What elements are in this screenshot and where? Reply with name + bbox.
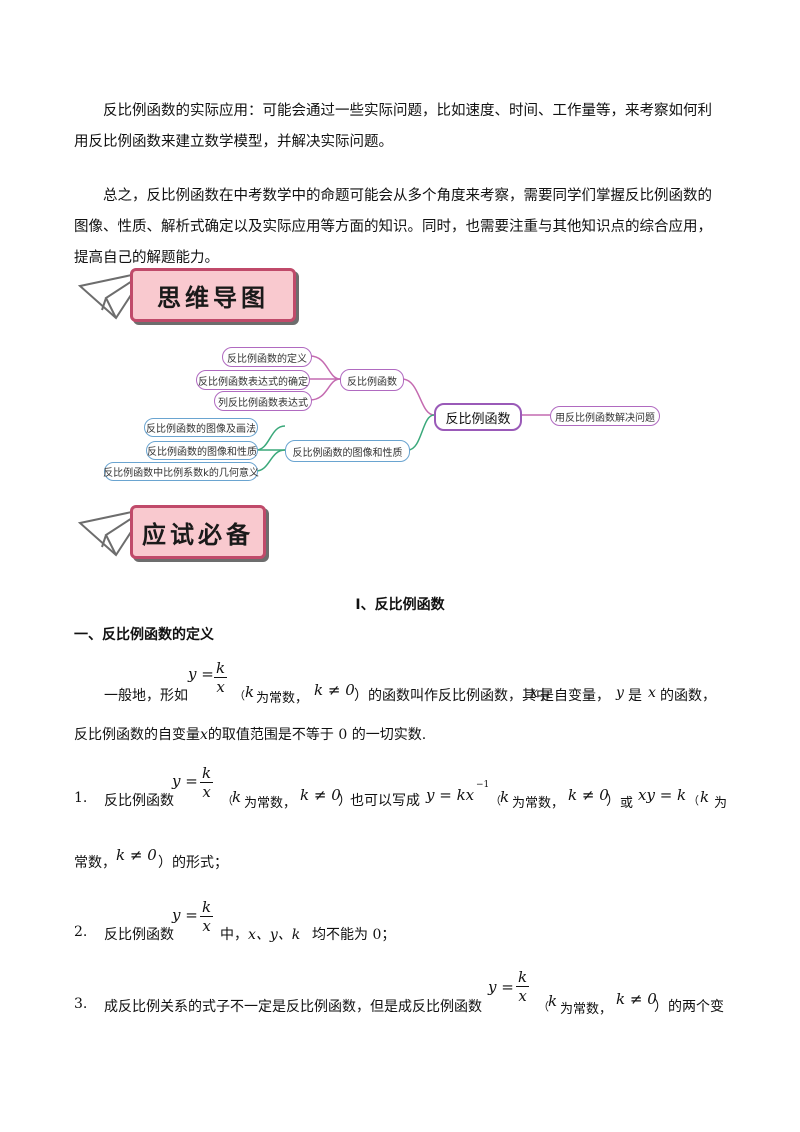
k-note-open: （ xyxy=(234,689,245,702)
k-note-open: （ xyxy=(222,794,233,807)
formula-numerator: k xyxy=(200,898,214,917)
mindmap-diagram: 反比例函数的定义 反比例函数表达式的确定 列反比例函数表达式 反比例函数 反比例… xyxy=(100,338,670,486)
k-note-open: （ xyxy=(490,794,501,807)
item-2-text-c: 均不能为 0； xyxy=(312,927,396,943)
exam-banner-label: 应试必备 xyxy=(130,505,266,559)
definition-line-2: 反比例函数的自变量x的取值范围是不等于 0 的一切实数. xyxy=(74,724,426,744)
k-nonzero: k ≠ 0 xyxy=(314,681,355,699)
formula-y-equals: y = xyxy=(172,772,198,790)
formula-fraction: k x xyxy=(200,898,214,935)
k-symbol: k xyxy=(232,788,242,806)
formula-y-equals: y = xyxy=(188,665,214,683)
definition-line2-b: 的取值范围是不等于 0 的一切实数. xyxy=(207,727,427,743)
item-1-text-a: 反比例函数 xyxy=(104,793,174,809)
item-2-text-b: 中， xyxy=(220,927,248,943)
mindmap-node-geometric-meaning-k: 反比例函数中比例系数k的几何意义 xyxy=(103,462,259,481)
mindmap-banner: 思维导图 xyxy=(76,266,296,322)
k-constant-note: 为常数， xyxy=(512,796,565,811)
k-note-open: （ xyxy=(688,794,699,807)
item-number: 3. xyxy=(74,996,88,1012)
k-constant-note: 为常数， xyxy=(244,796,297,811)
k-symbol: k xyxy=(245,683,255,701)
item-1-text-wei: 为 xyxy=(714,796,728,811)
formula-xy: xy = k xyxy=(638,786,687,804)
definition-after: 的函数叫作反比例函数，其中 xyxy=(368,688,550,704)
item-1-text-b: 也可以写成 xyxy=(350,793,420,809)
item-3-text-b: 的两个变 xyxy=(668,999,724,1015)
formula-fraction: k x xyxy=(516,968,530,1005)
formula-numerator: k xyxy=(516,968,530,987)
mindmap-center-node: 反比例函数 xyxy=(434,403,522,431)
definition-is: 是 xyxy=(628,688,642,704)
k-note-open: （ xyxy=(538,1000,549,1013)
mindmap-branch-function: 反比例函数 xyxy=(340,369,404,391)
intro-paragraph-2: 总之，反比例函数在中考数学中的命题可能会从多个角度来考察，需要同学们掌握反比例函… xyxy=(74,188,712,266)
item-2: 2. 反比例函数 y = k x 中， x、y、k 均不能为 0； xyxy=(74,896,474,946)
k-symbol: k xyxy=(700,788,710,806)
mindmap-node-graph-properties: 反比例函数的图像和性质 xyxy=(146,441,258,460)
item-1-continuation: 常数， k ≠ 0 ）的形式； xyxy=(74,846,374,872)
k-note-close: ） xyxy=(606,793,620,809)
mindmap-node-solve-problems: 用反比例函数解决问题 xyxy=(550,406,660,426)
mindmap-connectors xyxy=(255,355,550,472)
formula-y-equals: y = xyxy=(488,978,514,996)
item-1-text-or: 或 xyxy=(620,796,634,811)
k-nonzero: k ≠ 0 xyxy=(116,846,157,864)
item-3: 3. 成反比例关系的式子不一定是反比例函数，但是成反比例函数 y = k x （… xyxy=(74,966,734,1018)
var-x: x xyxy=(530,685,538,701)
var-x-2: x xyxy=(648,685,656,701)
k-constant-note: 为常数， xyxy=(560,1002,613,1017)
item-3-text-a: 成反比例关系的式子不一定是反比例函数，但是成反比例函数 xyxy=(104,999,482,1015)
heading-definition: 一、反比例函数的定义 xyxy=(74,627,214,643)
intro-paragraph-1: 反比例函数的实际应用：可能会通过一些实际问题，比如速度、时间、工作量等，来考察如… xyxy=(74,103,712,150)
k-symbol: k xyxy=(548,992,558,1010)
item-1-text-form: ）的形式； xyxy=(158,855,228,871)
definition-of-func: 的函数， xyxy=(660,688,716,704)
formula-denominator: x xyxy=(216,678,225,696)
definition-is-var: 是自变量， xyxy=(540,688,610,704)
formula-kx: y = kx xyxy=(426,786,475,804)
k-note-close: ） xyxy=(338,793,352,809)
item-2-text-a: 反比例函数 xyxy=(104,927,174,943)
item-number: 2. xyxy=(74,924,88,940)
item-2-vars: x、y、k xyxy=(248,927,301,943)
k-nonzero: k ≠ 0 xyxy=(568,786,609,804)
formula-denominator: x xyxy=(518,987,527,1005)
formula-numerator: k xyxy=(214,659,228,678)
definition-line2-x: x xyxy=(200,727,208,743)
formula-y-equals: y = xyxy=(172,906,198,924)
var-y: y xyxy=(616,685,624,701)
item-1: 1. 反比例函数 y = k x （ k 为常数， k ≠ 0 ） 也可以写成 … xyxy=(74,762,734,812)
k-note-close: ） xyxy=(654,999,668,1015)
item-number: 1. xyxy=(74,790,88,806)
exam-banner: 应试必备 xyxy=(76,503,296,559)
mindmap-node-write-expression: 列反比例函数表达式 xyxy=(214,391,312,411)
k-note-close: ） xyxy=(354,688,368,704)
mindmap-node-expression-determination: 反比例函数表达式的确定 xyxy=(196,370,310,390)
section-title: Ⅰ、反比例函数 xyxy=(355,597,445,613)
formula-denominator: x xyxy=(202,783,211,801)
k-nonzero: k ≠ 0 xyxy=(300,786,341,804)
k-constant-note: 为常数， xyxy=(256,691,309,706)
definition-lead: 一般地，形如 xyxy=(104,688,188,704)
formula-exponent: −1 xyxy=(476,780,490,790)
mindmap-node-graph-drawing: 反比例函数的图像及画法 xyxy=(144,418,258,437)
formula-denominator: x xyxy=(202,917,211,935)
mindmap-banner-label: 思维导图 xyxy=(130,268,296,322)
mindmap-node-definition: 反比例函数的定义 xyxy=(222,347,312,367)
item-1-text-constant: 常数， xyxy=(74,855,116,871)
mindmap-branch-graph-properties: 反比例函数的图像和性质 xyxy=(285,440,410,462)
formula-fraction: k x xyxy=(214,659,228,696)
definition-line2-a: 反比例函数的自变量 xyxy=(74,727,200,743)
k-symbol: k xyxy=(500,788,510,806)
k-nonzero: k ≠ 0 xyxy=(616,990,657,1008)
formula-numerator: k xyxy=(200,764,214,783)
formula-fraction: k x xyxy=(200,764,214,801)
